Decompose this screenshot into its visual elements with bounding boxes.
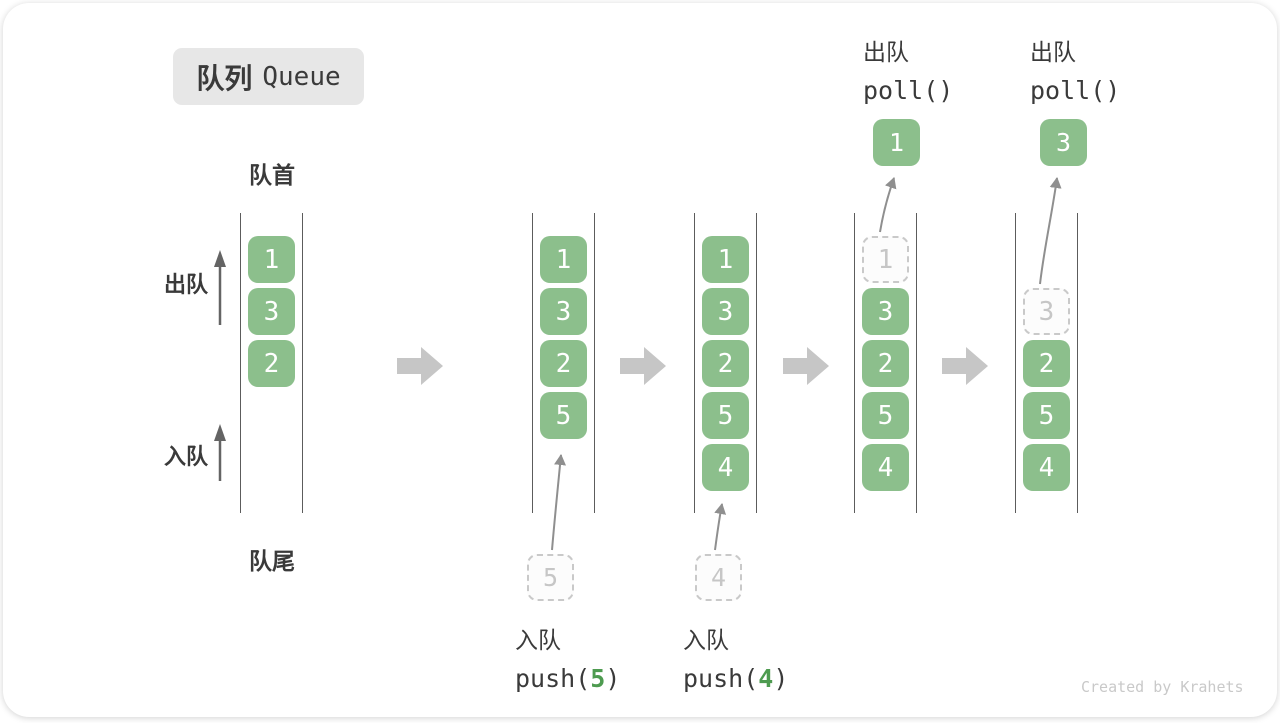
push4-code: push(4) bbox=[683, 664, 788, 693]
queue-front-label: 队首 bbox=[240, 156, 304, 190]
push4-op-label: 入队 bbox=[683, 621, 788, 655]
poll1-code: poll() bbox=[863, 76, 953, 105]
poll3-annotation: 出队 poll() bbox=[1030, 33, 1120, 105]
push5-ghost-cell: 5 bbox=[527, 554, 574, 601]
queue-cell: 3 bbox=[540, 288, 587, 335]
push5-annotation: 入队 push(5) bbox=[515, 621, 620, 693]
title-en: Queue bbox=[262, 62, 340, 92]
step-arrow-icon bbox=[783, 347, 829, 385]
dequeue-direction-arrow-icon bbox=[214, 250, 226, 325]
queue-cell: 3 bbox=[248, 288, 295, 335]
queue-cell: 5 bbox=[702, 392, 749, 439]
queue-cell: 3 bbox=[702, 288, 749, 335]
queue-column-2: 1 3 2 5 bbox=[532, 213, 595, 513]
queue-column-3: 1 3 2 5 4 bbox=[694, 213, 757, 513]
queue-cell-ghost: 1 bbox=[862, 236, 909, 283]
queue-cell: 5 bbox=[862, 392, 909, 439]
queue-title-badge: 队列 Queue bbox=[173, 48, 364, 105]
enqueue-side-label: 入队 bbox=[143, 439, 208, 471]
title-zh: 队列 bbox=[196, 57, 252, 97]
queue-cell: 2 bbox=[1023, 340, 1070, 387]
push4-annotation: 入队 push(4) bbox=[683, 621, 788, 693]
queue-cell: 4 bbox=[1023, 444, 1070, 491]
watermark: Created by Krahets bbox=[1081, 678, 1244, 696]
queue-cell: 3 bbox=[862, 288, 909, 335]
enqueue-direction-arrow-icon bbox=[214, 424, 226, 481]
push5-code: push(5) bbox=[515, 664, 620, 693]
queue-cell: 1 bbox=[540, 236, 587, 283]
queue-cell: 1 bbox=[702, 236, 749, 283]
queue-cell: 2 bbox=[248, 340, 295, 387]
poll3-code: poll() bbox=[1030, 76, 1120, 105]
queue-cell: 4 bbox=[862, 444, 909, 491]
queue-cell: 4 bbox=[702, 444, 749, 491]
dequeue-side-label: 出队 bbox=[143, 267, 208, 299]
poll3-op-label: 出队 bbox=[1030, 33, 1120, 67]
queue-cell: 2 bbox=[702, 340, 749, 387]
queue-cell: 2 bbox=[540, 340, 587, 387]
step-arrow-icon bbox=[942, 347, 988, 385]
queue-cell: 1 bbox=[248, 236, 295, 283]
poll1-op-label: 出队 bbox=[863, 33, 953, 67]
queue-rear-label: 队尾 bbox=[240, 542, 304, 576]
queue-cell: 5 bbox=[540, 392, 587, 439]
queue-cell: 5 bbox=[1023, 392, 1070, 439]
queue-column-4: 1 3 2 5 4 bbox=[854, 213, 917, 513]
poll3-result-cell: 3 bbox=[1040, 119, 1087, 166]
poll1-annotation: 出队 poll() bbox=[863, 33, 953, 105]
step-arrow-icon bbox=[620, 347, 666, 385]
figure-card: 队列 Queue 队首 队尾 出队 入队 1 3 2 1 3 bbox=[3, 3, 1277, 717]
arrows-layer bbox=[3, 3, 1280, 723]
queue-column-5: 3 2 5 4 bbox=[1015, 213, 1078, 513]
queue-cell: 2 bbox=[862, 340, 909, 387]
push5-op-label: 入队 bbox=[515, 621, 620, 655]
queue-cell-ghost: 3 bbox=[1023, 288, 1070, 335]
step-arrow-icon bbox=[397, 347, 443, 385]
push4-ghost-cell: 4 bbox=[695, 554, 742, 601]
poll1-result-cell: 1 bbox=[873, 119, 920, 166]
queue-column-1: 1 3 2 bbox=[240, 213, 303, 513]
